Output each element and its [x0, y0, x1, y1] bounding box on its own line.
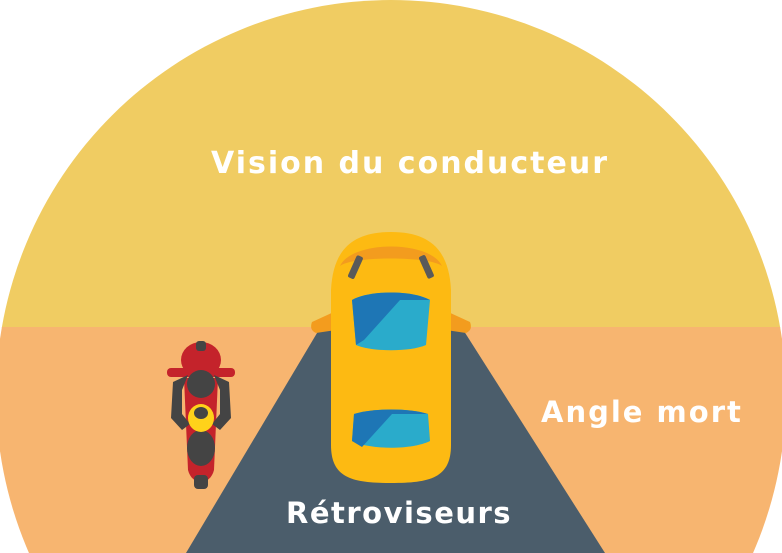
blind-spot-label: Angle mort: [541, 395, 743, 429]
motorcycle-topdown-icon: [167, 341, 235, 489]
car-topdown-icon: [311, 232, 471, 483]
mirrors-label: Rétroviseurs: [286, 496, 513, 530]
driver-vision-label: Vision du conducteur: [211, 146, 610, 181]
